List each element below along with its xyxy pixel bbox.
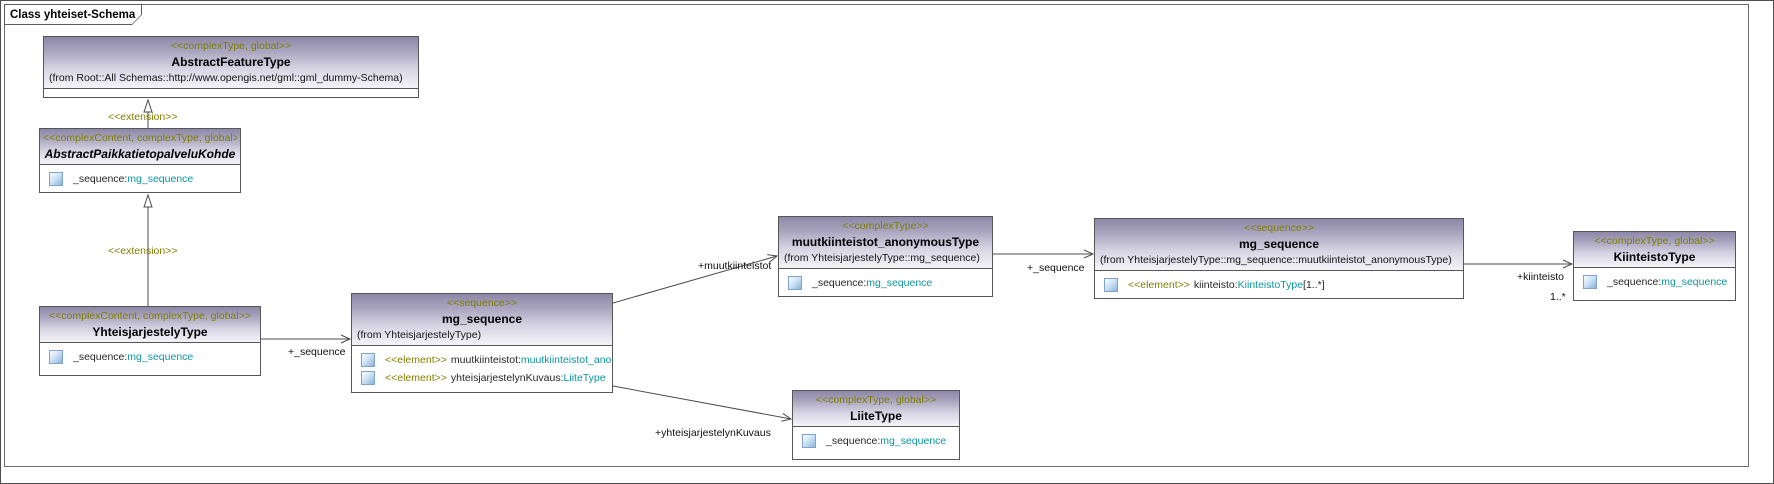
- role-label-sequence-left[interactable]: +_sequence: [288, 346, 346, 358]
- stereotype-label: <<sequence>>: [446, 297, 518, 309]
- class-node-yhteisjarjestelytype[interactable]: <<complexContent, complexType, global>> …: [39, 306, 261, 376]
- role-label-yhteisjarjestelynkuvaus[interactable]: +yhteisjarjestelynKuvaus: [655, 427, 771, 439]
- stereotype-label: <<complexType, global>>: [815, 394, 937, 406]
- class-name: muutkiinteistot_anonymousType: [791, 235, 980, 249]
- attribute-icon: [361, 371, 375, 385]
- stereotype-label: <<complexType, global>>: [170, 40, 292, 52]
- attribute-icon: [802, 434, 816, 448]
- diagram-frame-tab: Class yhteiset-Schema: [4, 4, 142, 25]
- role-label-kiinteisto[interactable]: +kiinteisto: [1517, 271, 1564, 283]
- class-node-abstractpaikkatietopalvelukohde[interactable]: <<complexContent, complexType, global>> …: [39, 128, 241, 193]
- attribute-name: _sequence:: [812, 276, 867, 289]
- from-path: (from YhteisjarjestelyType::mg_sequence:…: [1100, 254, 1452, 266]
- attribute-type-link[interactable]: mg_sequence: [127, 172, 194, 185]
- diagram-frame: [4, 4, 1749, 467]
- stereotype-label: <<complexContent, complexType, global>>: [49, 310, 251, 322]
- class-name: YhteisjarjestelyType: [92, 325, 208, 339]
- attribute-icon: [1583, 275, 1597, 289]
- attribute-row[interactable]: _sequence: mg_sequence: [40, 348, 260, 366]
- class-node-abstractfeaturetype[interactable]: <<complexType, global>> AbstractFeatureT…: [43, 36, 419, 98]
- attribute-row[interactable]: _sequence: mg_sequence: [1574, 273, 1735, 291]
- stereotype-label: <<complexType, global>>: [1594, 235, 1715, 247]
- extension-label-top[interactable]: <<extension>>: [108, 111, 178, 123]
- class-node-muutkiinteistot-anonymoustype[interactable]: <<complexType>> muutkiinteistot_anonymou…: [778, 216, 993, 297]
- class-node-mg-sequence-inner[interactable]: <<sequence>> mg_sequence (from Yhteisjar…: [1094, 218, 1464, 299]
- attribute-multiplicity: [1..*]: [1303, 278, 1325, 291]
- attribute-row[interactable]: _sequence: mg_sequence: [40, 170, 240, 188]
- attribute-icon: [1104, 278, 1118, 292]
- attribute-stereotype: <<element>>: [1128, 278, 1190, 291]
- class-name: mg_sequence: [1238, 237, 1320, 251]
- attribute-type-link[interactable]: muutkiinteistot_anonymousType: [520, 353, 612, 366]
- empty-compartment: [44, 88, 418, 97]
- attribute-row[interactable]: _sequence: mg_sequence: [793, 432, 959, 450]
- class-node-kiinteistotype[interactable]: <<complexType, global>> KiinteistoType _…: [1573, 231, 1736, 301]
- attribute-icon: [49, 172, 63, 186]
- attribute-type-link[interactable]: LiiteType: [563, 371, 606, 384]
- attribute-row[interactable]: <<element>> yhteisjarjestelynKuvaus: Lii…: [352, 369, 612, 387]
- attribute-type-link[interactable]: KiinteistoType: [1237, 278, 1304, 291]
- attribute-name: muutkiinteistot:: [450, 353, 521, 366]
- class-name: LiiteType: [850, 409, 902, 423]
- attribute-row[interactable]: <<element>> kiinteisto: KiinteistoType […: [1095, 276, 1463, 294]
- class-name: AbstractFeatureType: [171, 55, 291, 69]
- attribute-stereotype: <<element>>: [385, 353, 447, 366]
- from-path: (from Root::All Schemas::http://www.open…: [49, 72, 403, 84]
- stereotype-label: <<sequence>>: [1243, 222, 1315, 234]
- from-path: (from YhteisjarjestelyType::mg_sequence): [784, 252, 980, 264]
- extension-label-bottom[interactable]: <<extension>>: [108, 245, 178, 257]
- class-node-liitetype[interactable]: <<complexType, global>> LiiteType _seque…: [792, 390, 960, 460]
- class-name: KiinteistoType: [1613, 250, 1696, 264]
- stereotype-label: <<complexContent, complexType, global>>: [43, 132, 237, 144]
- attribute-type-link[interactable]: mg_sequence: [127, 350, 194, 363]
- attribute-name: _sequence:: [826, 434, 881, 447]
- attribute-name: yhteisjarjestelynKuvaus:: [450, 371, 564, 384]
- attribute-type-link[interactable]: mg_sequence: [866, 276, 933, 289]
- attribute-type-link[interactable]: mg_sequence: [1661, 275, 1728, 288]
- attribute-row[interactable]: <<element>> muutkiinteistot: muutkiintei…: [352, 351, 612, 369]
- attribute-name: _sequence:: [73, 350, 128, 363]
- class-node-mg-sequence-main[interactable]: <<sequence>> mg_sequence (from Yhteisjar…: [351, 293, 613, 393]
- class-name: mg_sequence: [441, 312, 523, 326]
- attribute-type-link[interactable]: mg_sequence: [880, 434, 947, 447]
- diagram-title: Class yhteiset-Schema: [5, 5, 141, 24]
- class-name: AbstractPaikkatietopalveluKohde: [44, 147, 236, 161]
- attribute-stereotype: <<element>>: [385, 371, 447, 384]
- attribute-icon: [788, 276, 802, 290]
- from-path: (from YhteisjarjestelyType): [357, 329, 482, 341]
- attribute-icon: [361, 353, 375, 367]
- attribute-row[interactable]: _sequence: mg_sequence: [779, 274, 992, 292]
- attribute-name: _sequence:: [73, 172, 128, 185]
- role-label-sequence-right[interactable]: +_sequence: [1027, 262, 1085, 274]
- attribute-name: kiinteisto:: [1193, 278, 1238, 291]
- multiplicity-label-kiinteisto[interactable]: 1..*: [1550, 291, 1566, 303]
- attribute-name: _sequence:: [1607, 275, 1662, 288]
- role-label-muutkiinteistot[interactable]: +muutkiinteistot: [698, 260, 772, 272]
- stereotype-label: <<complexType>>: [842, 220, 929, 232]
- attribute-icon: [49, 350, 63, 364]
